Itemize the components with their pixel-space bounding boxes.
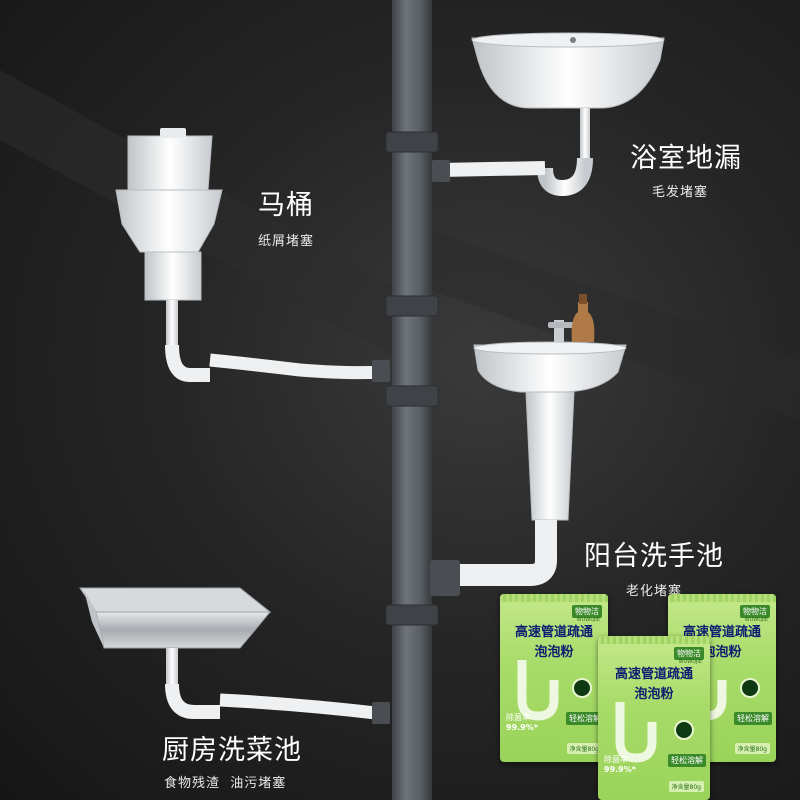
bathroom-subtitle: 毛发堵塞: [652, 185, 709, 200]
bubble-icon: [740, 678, 760, 698]
kitchen-sink: [79, 587, 390, 724]
bathroom-basin: [432, 32, 665, 197]
product-title: 高速管道疏通: [514, 625, 593, 640]
brand-sub: WUWUJIE: [678, 659, 702, 665]
feature-badge: 轻松溶解: [734, 712, 772, 725]
product-package: 物物洁 WUWUJIE 高速管道疏通 泡泡粉 除菌率 99.9%* 轻松溶解 净…: [598, 636, 710, 800]
u-pipe-icon: [615, 702, 657, 763]
product-subtitle: 泡泡粉: [634, 687, 674, 702]
balcony-subtitle: 老化堵塞: [626, 584, 683, 599]
rate-value: 99.9%*: [506, 723, 538, 732]
net-weight: 净含量80g: [668, 781, 704, 792]
brand-badge: 物物洁: [572, 605, 602, 618]
bathroom-title: 浴室地漏: [630, 143, 742, 174]
product-subtitle: 泡泡粉: [702, 645, 742, 660]
bubble-icon: [572, 678, 592, 698]
kitchen-subtitle: 食物残渣 油污堵塞: [164, 776, 287, 791]
rate-label: 除菌率: [604, 755, 628, 764]
rate-value: 99.9%*: [604, 765, 636, 774]
brand-sub: WUWUJIE: [744, 617, 768, 623]
feature-badge: 轻松溶解: [668, 754, 706, 767]
toilet: [115, 128, 390, 382]
brand-badge: 物物洁: [674, 647, 704, 660]
brand-badge: 物物洁: [740, 605, 770, 618]
pipe-couplings: [385, 131, 439, 626]
net-weight: 净含量80g: [566, 743, 602, 754]
product-subtitle: 泡泡粉: [534, 645, 574, 660]
bubble-icon: [674, 720, 694, 740]
wall-shadow: [430, 230, 800, 420]
toilet-title: 马桶: [258, 190, 314, 221]
pedestal-sink: [430, 294, 627, 596]
balcony-title: 阳台洗手池: [584, 541, 724, 572]
kitchen-title: 厨房洗菜池: [162, 735, 302, 766]
product-package: 物物洁 WUWUJIE 高速管道疏通 泡泡粉 除菌率 99.9%* 轻松溶解 净…: [500, 594, 608, 762]
feature-badge: 轻松溶解: [566, 712, 604, 725]
toilet-subtitle: 纸屑堵塞: [258, 234, 315, 249]
u-pipe-icon: [517, 660, 559, 721]
product-title: 高速管道疏通: [614, 667, 693, 682]
rate-label: 除菌率: [506, 713, 530, 722]
brand-sub: WUWUJIE: [576, 617, 600, 623]
net-weight: 净含量80g: [734, 743, 770, 754]
